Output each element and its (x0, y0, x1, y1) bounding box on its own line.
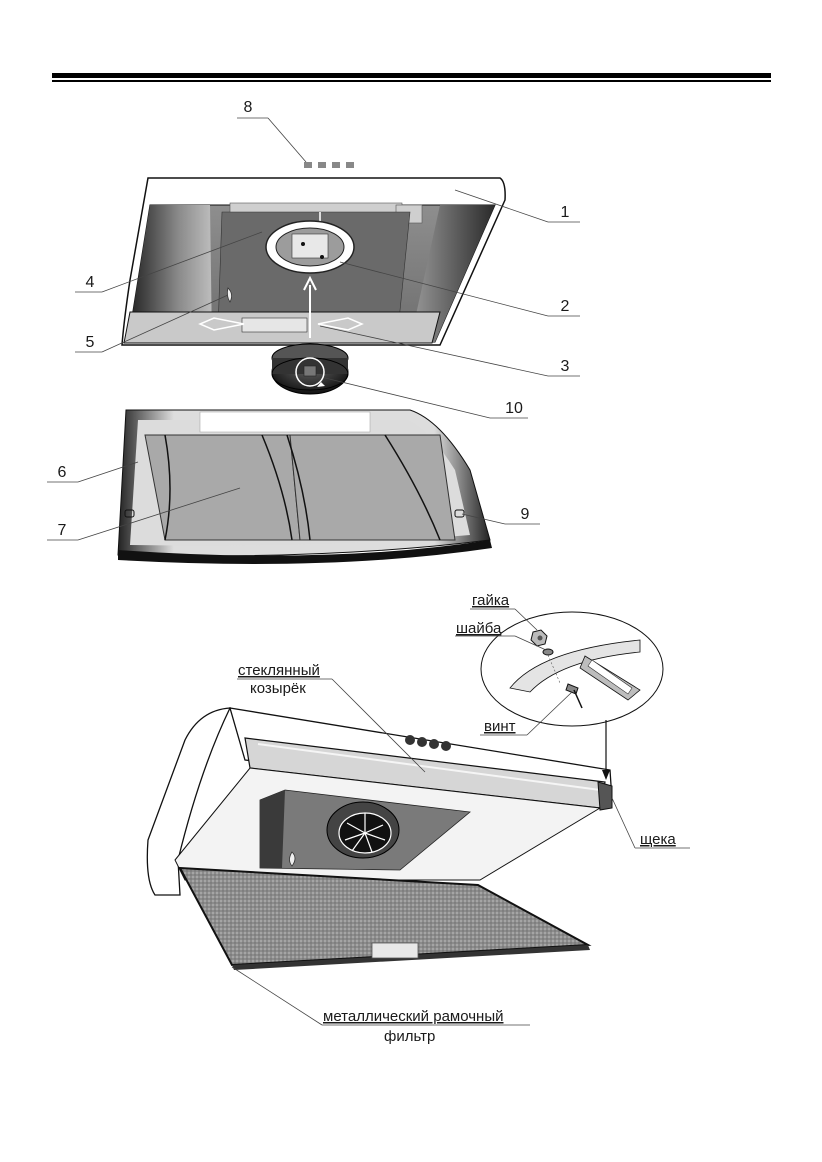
label-glass-visor-line2: козырёк (250, 680, 306, 697)
fan-motor-part (271, 343, 349, 395)
callout-leaders (47, 117, 580, 541)
callout-7: 7 (58, 522, 67, 539)
hood-body-exploded (121, 162, 506, 346)
label-nut: гайка (472, 592, 510, 609)
callout-3: 3 (561, 358, 570, 375)
label-washer: шайба (456, 620, 502, 637)
callout-2: 2 (561, 298, 570, 315)
label-glass-visor-line1: стеклянный (238, 662, 320, 679)
label-cheek: щека (640, 831, 676, 848)
callout-9: 9 (521, 506, 530, 523)
callout-5: 5 (86, 334, 95, 351)
lower-panel-with-filters (117, 409, 492, 564)
callout-10: 10 (505, 400, 523, 417)
label-screw: винт (484, 718, 516, 735)
callout-6: 6 (58, 464, 67, 481)
header-rule (52, 73, 771, 82)
callout-1: 1 (561, 204, 570, 221)
mounting-detail-inset (480, 611, 664, 780)
label-metal-filter-line1: металлический рамочный (323, 1008, 504, 1025)
label-metal-filter-line2: фильтр (384, 1028, 435, 1045)
callout-8: 8 (244, 99, 253, 116)
label-leaders (231, 608, 690, 1026)
callout-4: 4 (86, 274, 95, 291)
hood-assembled (146, 707, 613, 970)
